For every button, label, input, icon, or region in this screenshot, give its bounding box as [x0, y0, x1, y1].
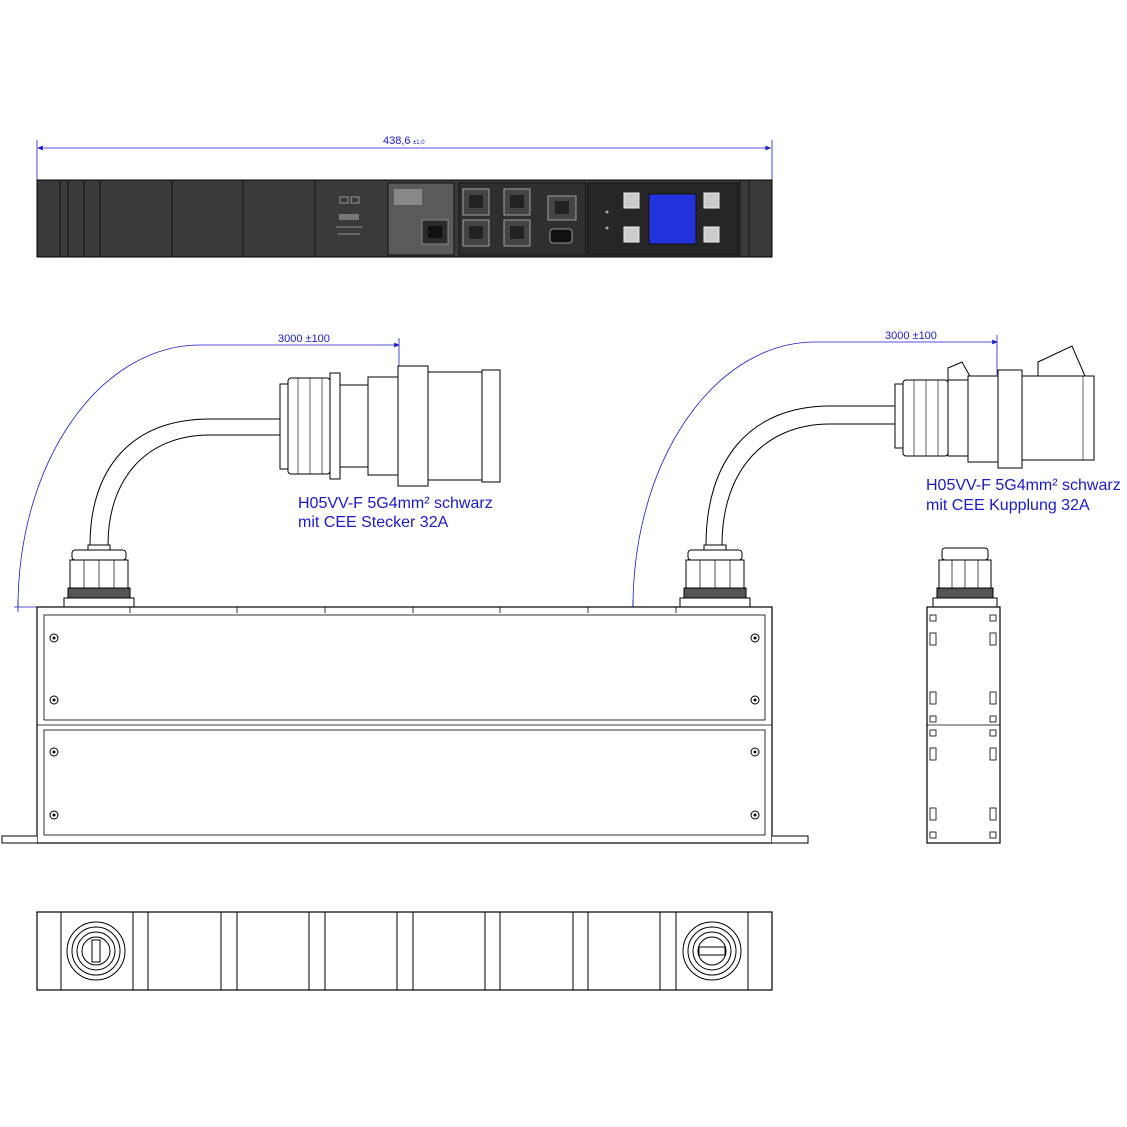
cee-coupler-icon — [894, 345, 1095, 469]
right-cable-spec-line1: H05VV-F 5G4mm² schwarz — [926, 477, 1121, 494]
width-dimension-tolerance: ±1,0 — [413, 140, 425, 146]
cable-gland-icon — [682, 921, 742, 981]
width-dimension-value: 438,6 — [383, 135, 411, 147]
pdu-housing-side — [1, 606, 809, 844]
rj45-port-icon — [462, 188, 577, 247]
end-view — [926, 547, 1001, 844]
usb-port-icon — [549, 228, 573, 244]
width-dimension: 438,6 ±1,0 — [36, 135, 773, 180]
cable-gland-icon — [63, 544, 135, 608]
right-cable-length: 3000 ±100 — [885, 330, 937, 342]
pdu-front-panel-icon — [36, 179, 773, 258]
side-view: 3000 ±100 3000 ±100 — [1, 330, 1121, 844]
left-cable — [89, 418, 280, 546]
lcd-display-icon — [648, 193, 697, 245]
left-cable-length: 3000 ±100 — [278, 333, 330, 345]
cable-gland-icon — [66, 921, 126, 981]
right-cable-dimension: 3000 ±100 — [629, 330, 998, 612]
left-cable-spec-line1: H05VV-F 5G4mm² schwarz — [298, 495, 493, 512]
front-view: 438,6 ±1,0 — [36, 135, 773, 258]
cable-gland-icon — [679, 544, 751, 608]
right-cable — [705, 405, 895, 546]
cable-gland-icon — [932, 547, 998, 608]
cee-plug-icon — [279, 365, 501, 487]
right-cable-spec-line2: mit CEE Kupplung 32A — [926, 497, 1090, 514]
rj45-port-icon — [421, 219, 449, 245]
top-view — [36, 911, 773, 991]
left-cable-spec-line2: mit CEE Stecker 32A — [298, 514, 449, 531]
